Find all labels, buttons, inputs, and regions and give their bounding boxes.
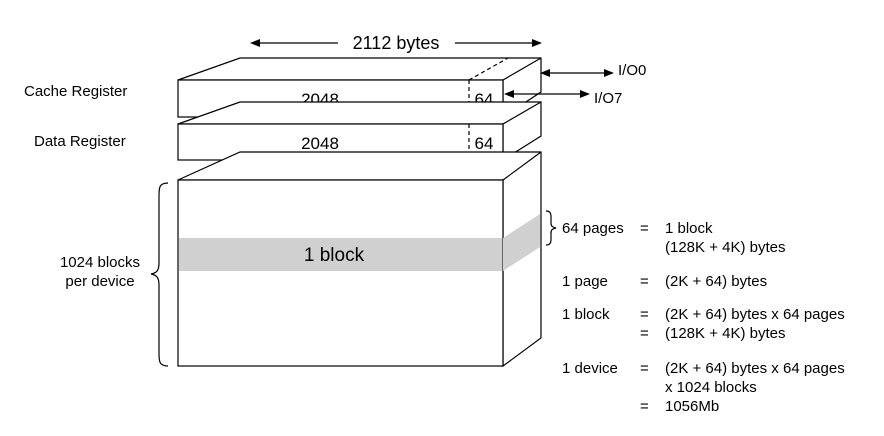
cache-register-label: Cache Register bbox=[24, 83, 127, 100]
legend-block-eq2: = bbox=[640, 325, 649, 342]
io-arrows bbox=[504, 69, 614, 98]
data-register-main-value: 2048 bbox=[301, 134, 339, 153]
dimension-arrow bbox=[250, 39, 542, 47]
data-register-label: Data Register bbox=[34, 133, 126, 150]
legend-device-eq2: = bbox=[640, 398, 649, 415]
legend-block-def2: (128K + 4K) bytes bbox=[665, 325, 785, 342]
memory-array bbox=[177, 151, 542, 368]
legend-device-def1: (2K + 64) bytes x 64 pages bbox=[665, 360, 845, 377]
legend-page-def: (2K + 64) bytes bbox=[665, 273, 767, 290]
io7-label: I/O7 bbox=[594, 90, 622, 107]
legend-page-eq: = bbox=[640, 273, 649, 290]
io0-label: I/O0 bbox=[618, 62, 646, 79]
legend-block-eq1: = bbox=[640, 306, 649, 323]
blocks-brace bbox=[150, 182, 169, 367]
blocks-label-line2: per device bbox=[65, 273, 134, 290]
block-label: 1 block bbox=[304, 245, 365, 266]
legend-block-term: 1 block bbox=[562, 306, 610, 323]
legend-page-term: 1 page bbox=[562, 273, 608, 290]
legend-block-def1: (2K + 64) bytes x 64 pages bbox=[665, 306, 845, 323]
legend-pages-def2: (128K + 4K) bytes bbox=[665, 239, 785, 256]
data-register-spare-value: 64 bbox=[475, 134, 494, 153]
legend: 64 pages = 1 block (128K + 4K) bytes 1 p… bbox=[562, 220, 845, 415]
blocks-label-line1: 1024 blocks bbox=[60, 254, 140, 271]
pages-brace bbox=[545, 210, 557, 246]
block-band-side bbox=[503, 214, 540, 271]
dimension-label: 2112 bytes bbox=[353, 33, 440, 53]
legend-pages-def1: 1 block bbox=[665, 220, 713, 237]
legend-device-def2: x 1024 blocks bbox=[665, 379, 757, 396]
legend-pages-eq: = bbox=[640, 220, 649, 237]
legend-device-eq1: = bbox=[640, 360, 649, 377]
legend-pages-term: 64 pages bbox=[562, 220, 624, 237]
legend-device-term: 1 device bbox=[562, 360, 618, 377]
legend-device-def3: 1056Mb bbox=[665, 398, 719, 415]
block-band bbox=[179, 238, 502, 271]
